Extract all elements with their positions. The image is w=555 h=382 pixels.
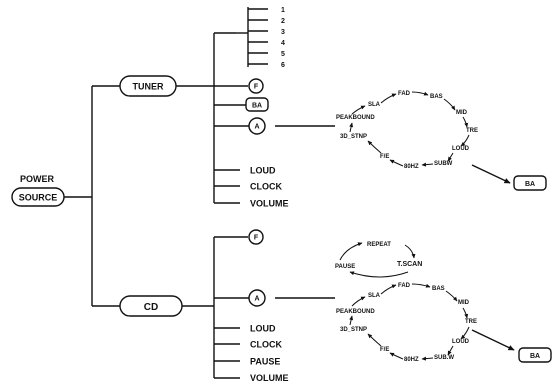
tuner-f-label: F [254, 84, 259, 91]
tuner-ba-label: BA [252, 103, 262, 110]
tuner-cycle-fad: FAD [398, 91, 411, 97]
tuner-cycle-sla: SLA [368, 102, 381, 108]
tuner-cycle-tre: TRE [466, 128, 478, 134]
tuner-item-loud: LOUD [250, 166, 276, 176]
tuner-exit-arrow [471, 164, 511, 184]
cd-cycle-80hz: 80HZ [404, 357, 419, 363]
tuner-item-clock: CLOCK [250, 182, 282, 192]
preset-list: 1 2 3 4 5 6 [248, 7, 285, 69]
tuner-exit-ba-label: BA [525, 181, 535, 188]
cd-fcycle-repeat: REPEAT [367, 242, 391, 248]
cd-cycle-mid: MID [458, 300, 470, 306]
preset-5: 5 [281, 51, 285, 58]
preset-3: 3 [281, 29, 285, 36]
tuner-ba-box [245, 97, 269, 112]
cd-audio-cycle: SLA FAD BAS MID TRE LOUD SUB.W 80HZ F/E … [336, 283, 477, 363]
cd-item-loud: LOUD [250, 324, 276, 334]
cd-cycle-tre: TRE [465, 319, 477, 325]
cd-item-volume: VOLUME [250, 373, 289, 382]
cd-a-label: A [254, 296, 259, 303]
cd-f-circle [248, 229, 264, 245]
tuner-audio-cycle: SLA FAD BAS MID TRE LOUD SUBW 80HZ F/E 3… [336, 91, 478, 170]
root-label-power: POWER [20, 174, 55, 184]
cd-exit-arrow [471, 329, 515, 351]
cd-fcycle-tscan: T.SCAN [397, 261, 422, 268]
cd-cycle-fad: FAD [398, 283, 411, 289]
tuner-cycle-mid: MID [456, 110, 468, 116]
cd-cycle-loud: LOUD [452, 339, 470, 345]
preset-4: 4 [281, 40, 285, 47]
cd-cycle-bas: BAS [432, 286, 445, 292]
cd-exit-ba-box [518, 347, 552, 363]
preset-2: 2 [281, 18, 285, 25]
cd-exit-ba-label: BA [530, 353, 540, 360]
root-label-source: SOURCE [19, 193, 58, 203]
tuner-cycle-peak: PEAKBOUND [336, 115, 375, 121]
tuner-cycle-80hz: 80HZ [404, 164, 419, 170]
tuner-cycle-subw: SUBW [434, 161, 453, 167]
tuner-cycle-fe: F/E [380, 154, 389, 160]
cd-cycle-peak: PEAKBOUND [336, 309, 375, 315]
tuner-cycle-bas: BAS [430, 94, 443, 100]
tuner-a-circle [248, 117, 266, 135]
cd-a-circle [248, 289, 266, 307]
tuner-a-label: A [254, 124, 259, 131]
cd-cycle-3d: 3D_STNP [340, 327, 367, 333]
tuner-cycle-loud: LOUD [452, 146, 470, 152]
cd-label: CD [144, 302, 158, 313]
cd-f-cycle: REPEAT T.SCAN PAUSE [335, 242, 422, 278]
cd-item-pause: PAUSE [250, 357, 280, 367]
tuner-exit-ba-box [513, 175, 547, 191]
cd-fcycle-pause: PAUSE [335, 264, 355, 270]
tuner-item-volume: VOLUME [250, 199, 289, 209]
cd-item-clock: CLOCK [250, 340, 282, 350]
cd-cycle-sla: SLA [368, 293, 381, 299]
cd-cycle-fe: F/E [380, 347, 389, 353]
tuner-cycle-3d: 3D_STNP [340, 134, 367, 140]
preset-1: 1 [281, 7, 285, 14]
preset-6: 6 [281, 62, 285, 69]
tuner-f-circle [248, 78, 264, 94]
cd-f-label: F [254, 235, 259, 242]
cd-cycle-subw: SUB.W [434, 355, 454, 361]
tuner-label: TUNER [133, 82, 164, 92]
